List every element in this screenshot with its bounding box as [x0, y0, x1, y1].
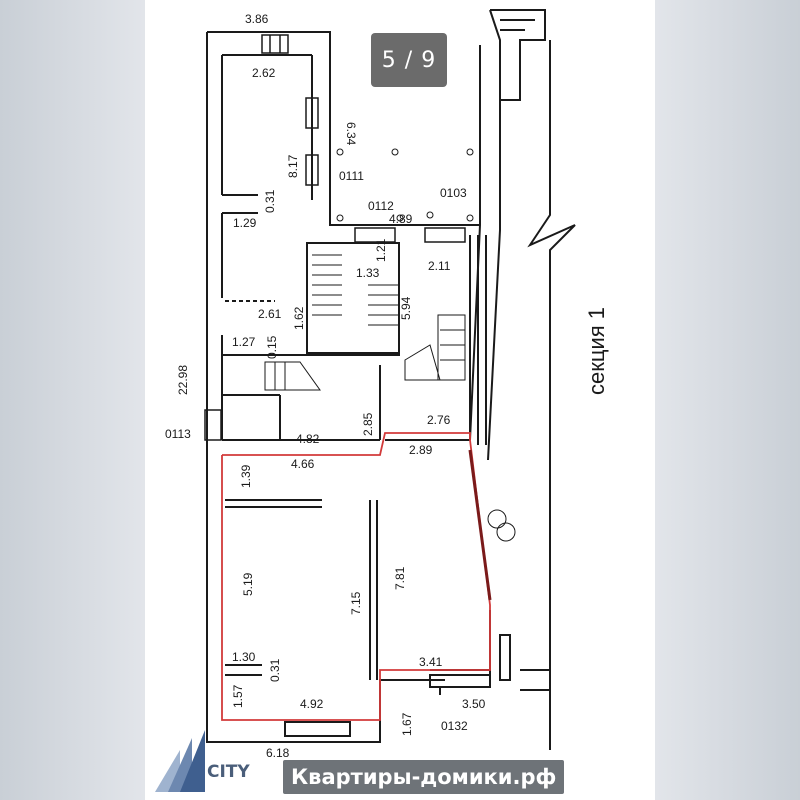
dim-label: 1.27 — [232, 335, 256, 349]
dim-label: 3.41 — [419, 655, 443, 669]
dim-label: 4.89 — [389, 212, 413, 226]
dim-label: 3.86 — [245, 12, 269, 26]
room-number: 0111 — [339, 169, 364, 183]
dim-label: 7.81 — [393, 566, 407, 590]
floor-plan-sheet — [145, 0, 655, 800]
dim-label: 1.62 — [292, 306, 306, 330]
logo-text: CITY — [207, 762, 250, 782]
dim-label: 0.15 — [265, 335, 279, 359]
dim-label: 3.50 — [462, 697, 486, 711]
dim-label: 2.61 — [258, 307, 282, 321]
dim-label: 22.98 — [176, 365, 190, 395]
section-label: секция 1 — [584, 307, 609, 395]
dim-label: 1.29 — [233, 216, 257, 230]
dimension-labels: 3.86 2.62 6.34 8.17 0.31 1.29 1.33 1.21 … — [176, 12, 486, 760]
dim-label: 6.34 — [344, 122, 358, 146]
room-numbers: 0111 0112 0103 0113 0132 — [165, 169, 468, 733]
dim-label: 1.33 — [356, 266, 380, 280]
city-logo — [155, 730, 205, 792]
dim-label: 1.39 — [239, 464, 253, 488]
dim-label: 2.11 — [428, 259, 451, 273]
dim-label: 0.31 — [263, 189, 277, 213]
room-number: 0112 — [368, 199, 394, 213]
dim-label: 1.30 — [232, 650, 256, 664]
dim-label: 2.76 — [427, 413, 451, 427]
walls — [206, 9, 576, 750]
dim-label: 8.17 — [286, 154, 300, 178]
highlight-outline — [221, 432, 491, 721]
room-number: 0113 — [165, 427, 191, 441]
windows — [204, 34, 466, 441]
dim-label: 5.19 — [241, 572, 255, 596]
dim-label: 0.31 — [268, 658, 282, 682]
dim-label: 4.92 — [300, 697, 324, 711]
dim-label: 2.89 — [409, 443, 433, 457]
dim-label: 6.18 — [266, 746, 290, 760]
room-number: 0132 — [441, 719, 468, 733]
dim-label: 1.21 — [374, 238, 388, 262]
dim-label: 2.62 — [252, 66, 276, 80]
room-number: 0103 — [440, 186, 467, 200]
column-markers — [336, 148, 516, 542]
dim-label: 2.85 — [361, 412, 375, 436]
glass-partition — [468, 449, 492, 601]
staircases — [264, 254, 466, 391]
dim-label: 7.15 — [349, 591, 363, 615]
dim-label: 1.57 — [231, 684, 245, 708]
dim-label: 5.94 — [399, 296, 413, 320]
site-watermark: Квартиры-домики.рф — [283, 760, 565, 794]
dim-label: 1.67 — [400, 712, 414, 736]
dim-label: 4.82 — [296, 432, 320, 446]
dim-label: 4.66 — [291, 457, 315, 471]
image-counter: 5 / 9 — [371, 33, 447, 87]
